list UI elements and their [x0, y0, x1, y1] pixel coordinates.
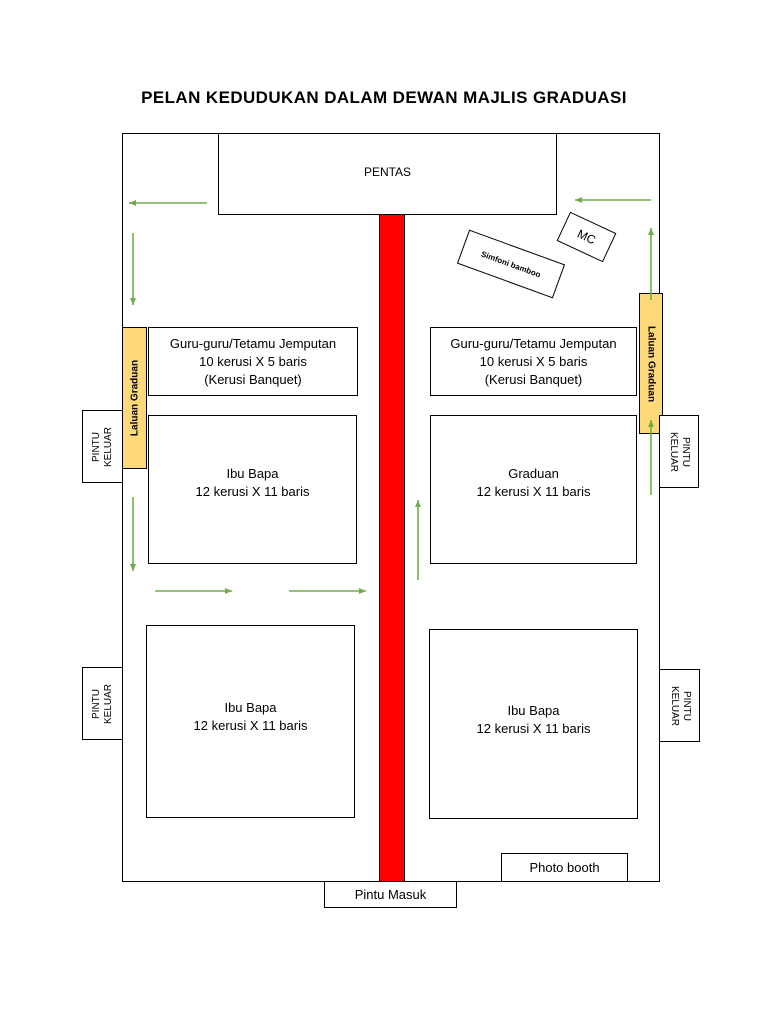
exit-door-right-lower: PINTU KELUAR: [659, 669, 700, 742]
graduates-line1: Graduan: [508, 465, 559, 481]
graduate-path-right: Laluan Graduan: [639, 293, 663, 434]
guest-right-line1: Guru-guru/Tetamu Jemputan: [450, 335, 617, 351]
exit-door-left-lower: PINTU KELUAR: [82, 667, 123, 740]
page-title: PELAN KEDUDUKAN DALAM DEWAN MAJLIS GRADU…: [141, 88, 627, 107]
entrance-door: Pintu Masuk: [324, 881, 457, 908]
guest-left-line2: 10 kerusi X 5 baris: [199, 353, 307, 369]
exit-door-right-upper: PINTU KELUAR: [659, 415, 699, 488]
graduates-seating: Graduan 12 kerusi X 11 baris: [430, 415, 637, 564]
parents-bottom-right-line1: Ibu Bapa: [507, 703, 560, 718]
parents-bottom-left-line1: Ibu Bapa: [224, 699, 277, 715]
parents-bottom-right-line2: 12 kerusi X 11 baris: [476, 721, 591, 736]
entrance-label: Pintu Masuk: [354, 887, 427, 902]
exit-door-left-upper: PINTU KELUAR: [82, 410, 123, 483]
parents-top-left-line2: 12 kerusi X 11 baris: [195, 483, 310, 499]
graduates-line2: 12 kerusi X 11 baris: [476, 483, 591, 499]
graduate-path-left: Laluan Graduan: [122, 327, 147, 469]
guest-right-line3: (Kerusi Banquet): [484, 371, 583, 387]
stage-label: PENTAS: [363, 165, 412, 179]
parents-top-left-line1: Ibu Bapa: [226, 465, 279, 481]
guest-seating-right: Guru-guru/Tetamu Jemputan 10 kerusi X 5 …: [430, 327, 637, 396]
parents-seating-bottom-right: Ibu Bapa 12 kerusi X 11 baris: [429, 629, 638, 819]
guest-left-line3: (Kerusi Banquet): [204, 371, 302, 387]
photo-booth-label: Photo booth: [529, 860, 600, 875]
parents-seating-top-left: Ibu Bapa 12 kerusi X 11 baris: [148, 415, 357, 564]
red-carpet-aisle: [379, 214, 405, 882]
guest-left-line1: Guru-guru/Tetamu Jemputan: [169, 335, 337, 351]
guest-seating-left: Guru-guru/Tetamu Jemputan 10 kerusi X 5 …: [148, 327, 358, 396]
photo-booth: Photo booth: [501, 853, 628, 882]
parents-bottom-left-line2: 12 kerusi X 11 baris: [193, 717, 308, 733]
stage: PENTAS: [218, 133, 557, 215]
guest-right-line2: 10 kerusi X 5 baris: [479, 353, 588, 369]
parents-seating-bottom-left: Ibu Bapa 12 kerusi X 11 baris: [146, 625, 355, 818]
